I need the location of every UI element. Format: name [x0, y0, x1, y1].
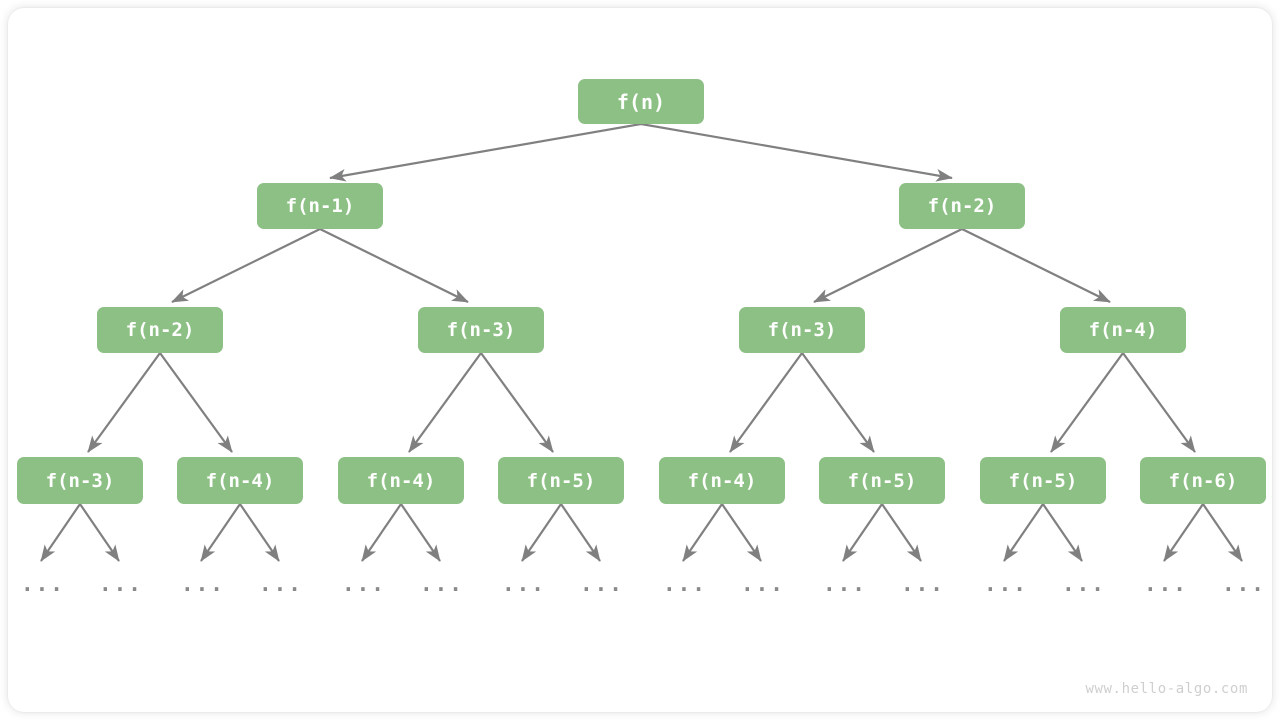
tree-node-L3N0[interactable]: f(n-3): [17, 457, 143, 504]
tree-ellipsis-L4N4: ...: [342, 572, 386, 596]
tree-ellipsis-L4N12: ...: [984, 572, 1028, 596]
tree-ellipsis-L4N2: ...: [181, 572, 225, 596]
tree-node-L3N6[interactable]: f(n-5): [980, 457, 1106, 504]
tree-node-L3N2[interactable]: f(n-4): [338, 457, 464, 504]
tree-node-L3N4[interactable]: f(n-4): [659, 457, 785, 504]
tree-node-L3N7[interactable]: f(n-6): [1140, 457, 1266, 504]
tree-node-L3N3[interactable]: f(n-5): [498, 457, 624, 504]
tree-ellipsis-L4N1: ...: [99, 572, 143, 596]
tree-ellipsis-L4N7: ...: [580, 572, 624, 596]
tree-node-L1N0[interactable]: f(n-1): [257, 183, 383, 229]
tree-node-L2N2[interactable]: f(n-3): [739, 307, 865, 353]
tree-ellipsis-L4N11: ...: [901, 572, 945, 596]
tree-ellipsis-L4N3: ...: [259, 572, 303, 596]
tree-node-L2N1[interactable]: f(n-3): [418, 307, 544, 353]
tree-node-L0N0[interactable]: f(n): [578, 79, 704, 124]
tree-ellipsis-L4N10: ...: [823, 572, 867, 596]
tree-ellipsis-L4N9: ...: [741, 572, 785, 596]
tree-node-L2N0[interactable]: f(n-2): [97, 307, 223, 353]
tree-node-L1N1[interactable]: f(n-2): [899, 183, 1025, 229]
tree-ellipsis-L4N8: ...: [663, 572, 707, 596]
tree-ellipsis-L4N0: ...: [21, 572, 65, 596]
tree-ellipsis-L4N6: ...: [502, 572, 546, 596]
tree-ellipsis-L4N13: ...: [1062, 572, 1106, 596]
tree-node-L3N5[interactable]: f(n-5): [819, 457, 945, 504]
tree-node-L3N1[interactable]: f(n-4): [177, 457, 303, 504]
tree-ellipsis-L4N15: ...: [1222, 572, 1266, 596]
tree-node-L2N3[interactable]: f(n-4): [1060, 307, 1186, 353]
tree-ellipsis-L4N5: ...: [420, 572, 464, 596]
watermark: www.hello-algo.com: [1085, 681, 1248, 697]
tree-ellipsis-L4N14: ...: [1144, 572, 1188, 596]
